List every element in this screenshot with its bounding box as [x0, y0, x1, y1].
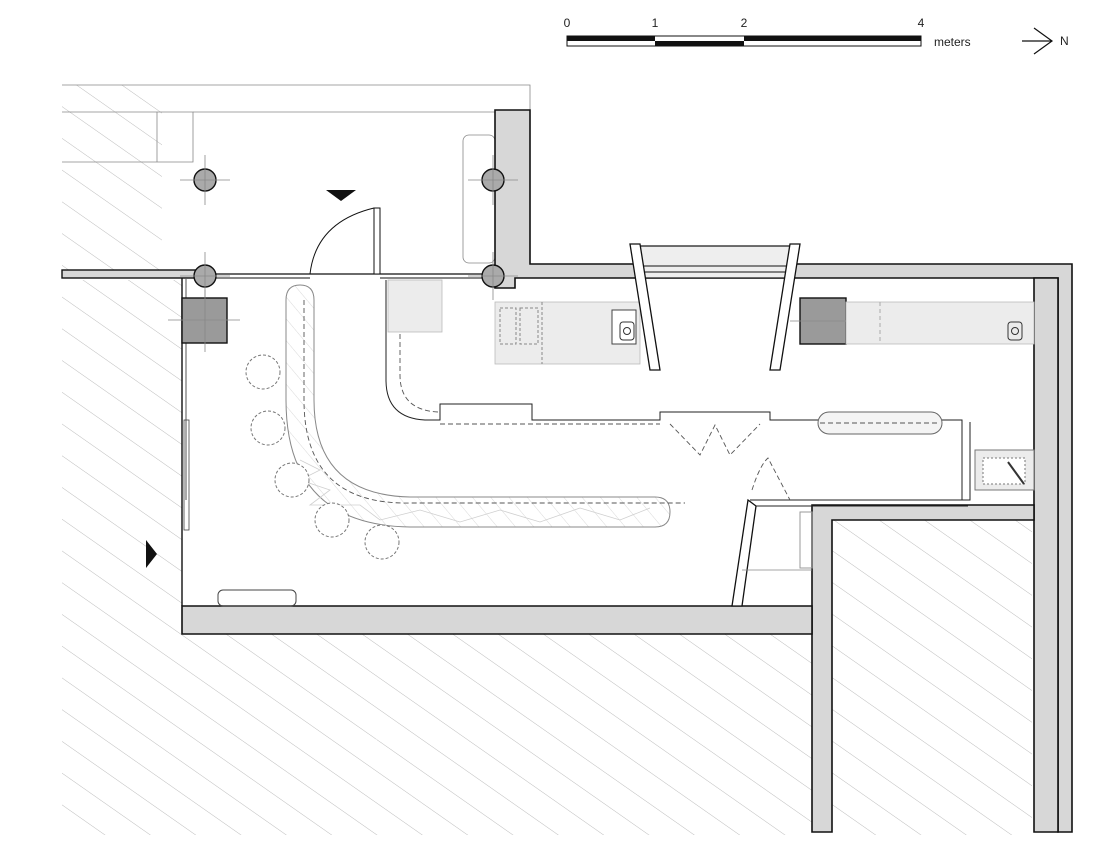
- scale-tick-0: 0: [564, 16, 571, 30]
- sink-icon: [982, 457, 1026, 485]
- scale-bar: 0 1 2 4 meters: [564, 16, 971, 49]
- bench: [217, 589, 297, 607]
- exterior-hatching: [62, 85, 1032, 835]
- sink-icon: [1007, 321, 1023, 341]
- window-bay: [629, 243, 801, 371]
- columns: [168, 155, 880, 352]
- pier: [181, 297, 228, 344]
- scale-tick-3: 4: [918, 16, 925, 30]
- north-label: N: [1060, 34, 1069, 48]
- scale-tick-1: 1: [652, 16, 659, 30]
- entry-door: [309, 207, 381, 275]
- scale-tick-2: 2: [741, 16, 748, 30]
- entrance-marker-icon: [146, 540, 157, 568]
- bar-counter: [385, 280, 1035, 607]
- stools: [245, 354, 400, 560]
- back-counters: [387, 279, 1035, 365]
- entrance-marker-icon: [326, 190, 356, 201]
- scale-unit: meters: [934, 35, 971, 49]
- sink-icon: [619, 321, 635, 341]
- north-arrow-icon: N: [1022, 27, 1069, 55]
